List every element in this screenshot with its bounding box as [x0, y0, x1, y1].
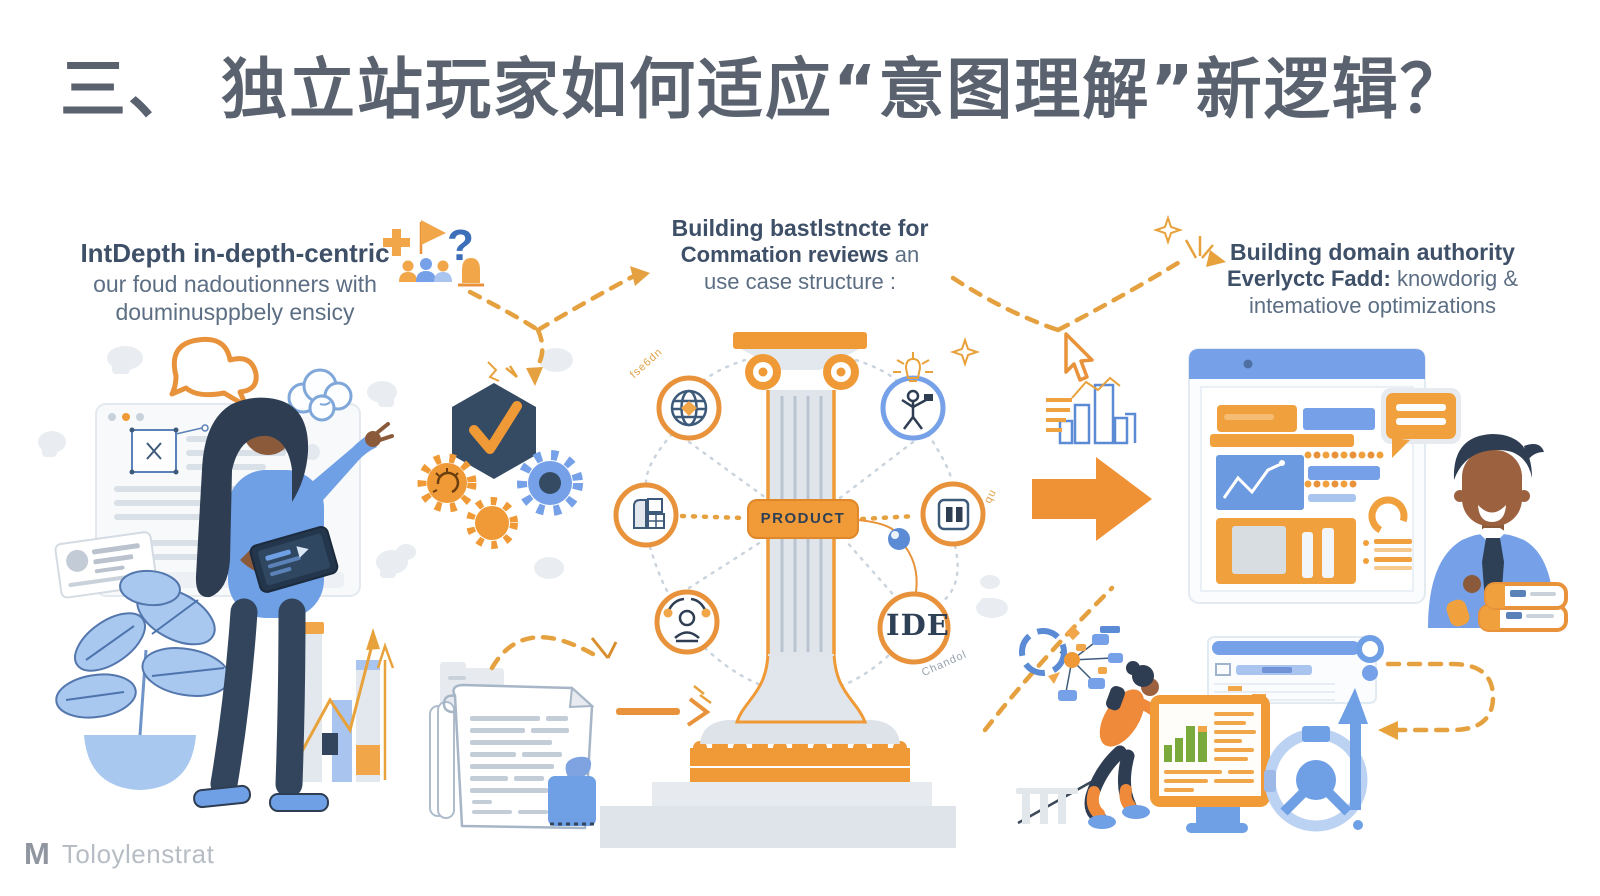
scroll-text-lines — [470, 716, 569, 814]
bell-icon — [458, 258, 484, 287]
sketch-box-icon — [129, 424, 209, 475]
watermark: M Toloylenstrat — [24, 836, 214, 872]
sparkle-icons — [949, 214, 1184, 368]
cloud-icon — [287, 368, 353, 422]
report-circle — [920, 481, 986, 547]
right-scene — [1188, 348, 1568, 632]
bag-icon — [548, 756, 596, 826]
result-browser-window — [1188, 348, 1426, 604]
big-right-arrow-icon — [1032, 457, 1152, 541]
packages-icon — [633, 498, 665, 529]
man-with-books — [1428, 434, 1568, 632]
globe-circle — [656, 375, 722, 441]
sun-gear-icon — [417, 453, 477, 513]
branch-arrows — [467, 266, 650, 386]
bottom-right-scene — [982, 585, 1496, 833]
check-hexagon — [452, 383, 536, 479]
network-graph-icon — [1019, 625, 1123, 701]
line-chart-panel — [1216, 455, 1304, 510]
people-icons — [399, 258, 452, 282]
growth-chart — [294, 622, 395, 782]
gray-fence — [1016, 788, 1078, 824]
pillar-capital — [733, 332, 867, 390]
magnifier-icon — [1356, 635, 1384, 663]
steering-dial-icon — [1264, 726, 1368, 832]
up-arrow-icon — [1338, 688, 1368, 810]
plant — [55, 569, 231, 790]
screen-text-lines — [1164, 712, 1256, 792]
left-caption-line: our foud nadoutionners with — [93, 270, 377, 297]
ide-circle — [877, 591, 951, 665]
page-title: 三、 独立站玩家如何适应“意图理解”新逻辑？ — [60, 51, 1468, 128]
left-scene — [54, 336, 395, 812]
window-dot-icon — [108, 413, 116, 421]
left-caption-line: douminusppbely ensicy — [115, 298, 355, 325]
pillar-connectors — [644, 358, 959, 695]
product-badge-label: PRODUCT — [760, 510, 846, 527]
decorative-gray-blobs — [38, 346, 1008, 618]
search-browser-panel — [1207, 635, 1384, 704]
right-caption-heading: Building domain authority — [1230, 239, 1515, 265]
profile-panel — [1363, 496, 1412, 570]
gallery-panel — [1216, 518, 1356, 584]
burst-arrow-icon — [1184, 236, 1214, 259]
watermark-logo: M — [24, 836, 50, 871]
right-caption-line: Everlyctc Fadd: knowdorig & — [1226, 266, 1519, 292]
watermark-text: Toloylenstrat — [61, 838, 215, 869]
gears — [417, 450, 583, 549]
pillar — [600, 332, 956, 848]
plus-icon — [383, 229, 410, 256]
packages-circle — [613, 482, 679, 548]
left-caption-heading: IntDepth in-depth-centric — [80, 238, 390, 268]
flag-icon — [419, 220, 446, 254]
center-caption-heading: Building bastlstncte for — [671, 215, 929, 241]
woman-presenter — [193, 397, 394, 812]
product-badge — [747, 499, 859, 539]
transition-arrows — [950, 236, 1226, 541]
center-caption: Building bastlstncte for Commation revie… — [655, 214, 945, 296]
city-sketch-icon — [1046, 376, 1137, 445]
cursor-icon — [1064, 332, 1094, 382]
u-turn-arrow — [1378, 661, 1496, 740]
support-circle — [654, 589, 720, 655]
check-icon — [469, 401, 522, 454]
lightbulb-rays-icon — [893, 352, 933, 382]
monitor — [1150, 695, 1270, 833]
green-bars-chart — [1164, 726, 1207, 762]
pillar-scallop-band — [690, 738, 910, 766]
speech-bubble-icon — [169, 336, 259, 409]
tablet — [249, 526, 339, 593]
window-dot-icon — [136, 413, 144, 421]
dot-rows — [1304, 451, 1384, 488]
ide-circle-label: IDE — [886, 608, 950, 642]
pillar-satellites — [613, 352, 986, 665]
right-caption: Building domain authority Everlyctc Fadd… — [1200, 238, 1545, 320]
right-caption-line: intematiove optimizations — [1248, 292, 1496, 318]
orange-speech-bubble-icon — [1381, 388, 1461, 458]
left-caption: IntDepth in-depth-centric our foud nadou… — [70, 238, 400, 326]
report-icon — [937, 498, 970, 531]
blue-gear-icon — [517, 450, 583, 516]
idea-icons-cluster: ? — [383, 220, 484, 287]
books-icon — [1478, 582, 1568, 632]
ball-on-curve — [857, 519, 918, 593]
person-flag-icon — [901, 389, 927, 430]
scroll-document — [429, 635, 712, 830]
center-caption-line: Commation reviews an — [680, 242, 920, 268]
window-dot-icon — [122, 413, 130, 421]
analyst-at-monitor — [1016, 661, 1270, 833]
pencil-arrow-icon — [616, 685, 712, 727]
orange-gear-icon — [466, 497, 518, 549]
center-caption-line: use case structure : — [704, 268, 896, 294]
person-flag-circle — [880, 352, 946, 441]
